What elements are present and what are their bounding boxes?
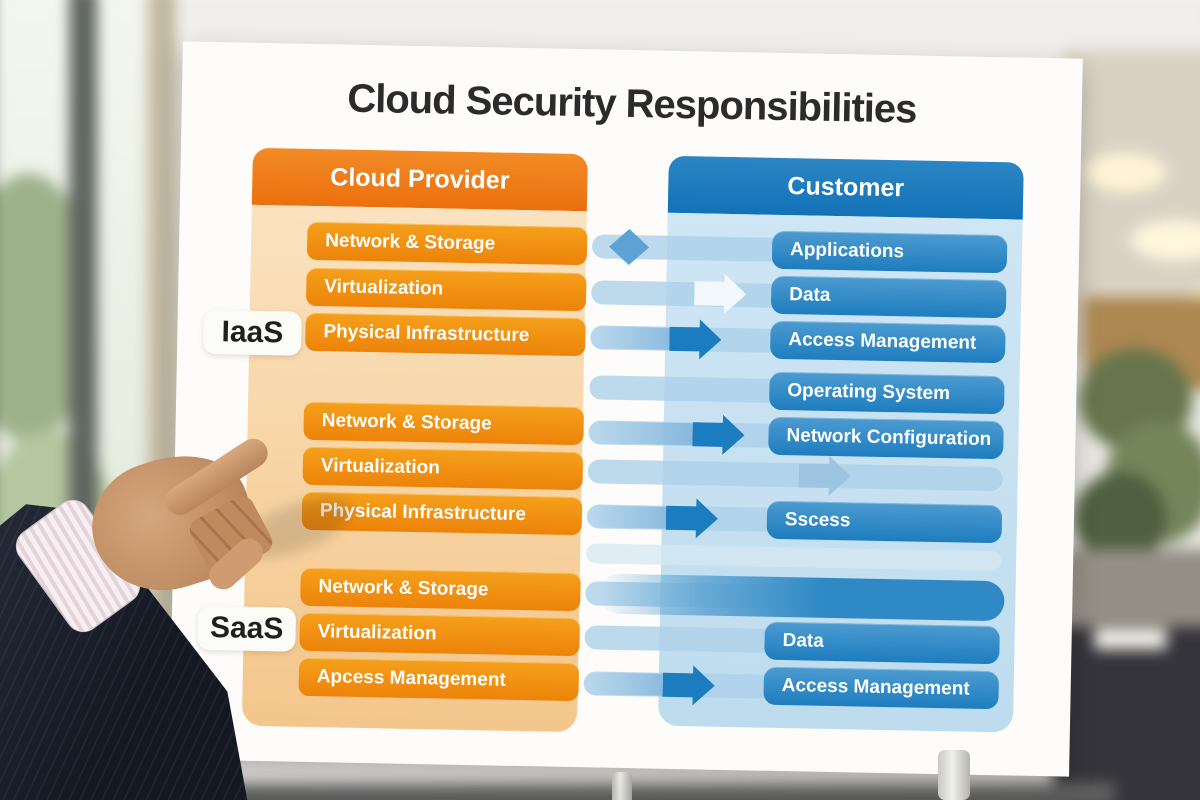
customer-row: Operating System (769, 371, 1005, 415)
window-frame (69, 0, 97, 800)
ceiling-light (1084, 152, 1167, 192)
poster-title: Cloud Security Responsibilities (346, 76, 917, 132)
poster-board: Cloud Security Responsibilities Cloud Pr… (169, 41, 1083, 777)
customer-row: Sscess (766, 500, 1003, 544)
provider-column-header: Cloud Provider (251, 147, 588, 212)
provider-row: Network & Storage (300, 567, 581, 612)
easel-clamp (938, 750, 970, 800)
provider-row: Network & Storage (306, 221, 588, 266)
customer-column-header: Customer (667, 155, 1024, 220)
customer-row: Data (764, 621, 1000, 665)
provider-row: Physical Infrastructure (305, 312, 586, 357)
provider-row: Virtualization (299, 612, 580, 657)
paper-blur (1094, 628, 1167, 650)
saas-label: SaaS (197, 605, 297, 652)
easel-leg (612, 772, 632, 800)
iaas-label: IaaS (202, 309, 302, 356)
desk-blur (1053, 626, 1200, 800)
customer-row: Access Management (769, 320, 1006, 364)
customer-row: Data (770, 275, 1007, 319)
easel-leg (213, 757, 243, 800)
provider-row: Network & Storage (303, 401, 585, 446)
window-sill (0, 558, 158, 582)
customer-row: Access Management (763, 666, 1000, 710)
customer-row: Applications (771, 230, 1008, 274)
provider-row: Apcess Management (298, 657, 580, 702)
provider-row: Physical Infrastructure (301, 491, 583, 536)
provider-row: Virtualization (302, 446, 584, 491)
customer-row: Network Configuration (768, 416, 1004, 460)
customer-row-blank (598, 573, 1005, 622)
ceiling-light (1130, 219, 1200, 261)
provider-row: Virtualization (305, 267, 587, 312)
